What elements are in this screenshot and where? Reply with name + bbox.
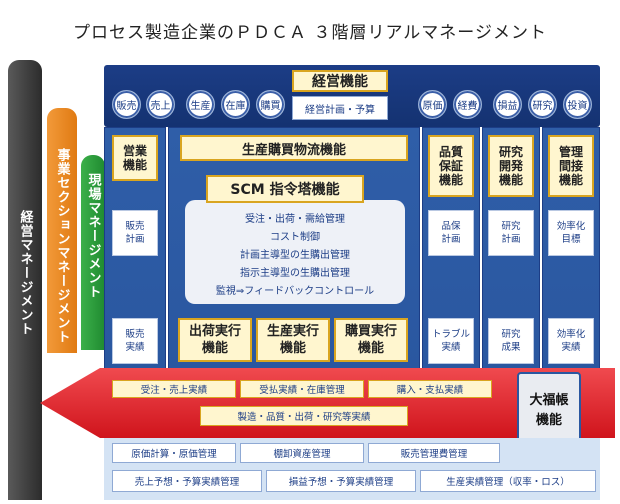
scm-item: 計画主導型の生購出管理 (240, 250, 350, 261)
mgmt-item-inventory: 在庫 (221, 90, 250, 119)
mgmt-item-revenue: 売上 (146, 90, 175, 119)
mgmt-item-investment: 投資 (563, 90, 592, 119)
admin-function-label: 管理 間接 機能 (548, 135, 594, 197)
scm-item: 指示主導型の生購出管理 (240, 268, 350, 279)
ledger-function-box: 大福帳 機能 (517, 372, 581, 450)
scm-panel (185, 200, 405, 304)
accounting-chip: 生産実績管理（収率・ロス） (420, 470, 596, 492)
sales-plan: 販売 計画 (112, 210, 158, 256)
mgmt-item-purchasing: 購買 (256, 90, 285, 119)
mgmt-item-cost: 原価 (418, 90, 447, 119)
field-management-bar: 現場マネージメント (81, 155, 105, 350)
mgmt-item-expense: 経費 (453, 90, 482, 119)
production-execution-box: 生産実行 機能 (256, 318, 330, 362)
scm-item: コスト制御 (270, 232, 320, 243)
accounting-chip: 棚卸資産管理 (240, 443, 364, 463)
results-chip-wide: 製造・品質・出荷・研究等実績 (200, 406, 408, 426)
quality-function-label: 品質 保証 機能 (428, 135, 474, 197)
scm-command-label: SCM 指令塔機能 (206, 175, 364, 203)
results-chip: 購入・支払実績 (368, 380, 492, 398)
accounting-chip: 売上予想・予算実績管理 (112, 470, 262, 492)
executive-management-label: 経営マネージメント (17, 210, 33, 336)
purchasing-execution-box: 購買実行 機能 (334, 318, 408, 362)
results-chip: 受注・売上実績 (112, 380, 236, 398)
mgmt-item-profit-loss: 損益 (493, 90, 522, 119)
scm-item: 受注・出荷・需給管理 (245, 214, 345, 225)
field-management-label: 現場マネージメント (85, 173, 101, 299)
accounting-chip: 損益予想・予算実績管理 (266, 470, 416, 492)
section-management-bar: 事業セクションマネージメント (47, 108, 77, 353)
production-function-label: 生産購買物流機能 (180, 135, 408, 161)
results-chip: 受払実績・在庫管理 (240, 380, 364, 398)
management-function-label: 経営機能 (292, 70, 388, 92)
accounting-chip: 原価計算・原価管理 (112, 443, 236, 463)
scm-item: 監視⇒フィードバックコントロール (215, 286, 375, 297)
admin-result: 効率化 実績 (548, 318, 594, 364)
mgmt-item-sales: 販売 (112, 90, 141, 119)
rnd-function-label: 研究 開発 機能 (488, 135, 534, 197)
executive-management-bar: 経営マネージメント (8, 60, 42, 500)
rnd-result: 研究 成果 (488, 318, 534, 364)
shipping-execution-box: 出荷実行 機能 (178, 318, 252, 362)
management-plan-budget: 経営計画・予算 (292, 96, 388, 120)
rnd-plan: 研究 計画 (488, 210, 534, 256)
sales-result: 販売 実績 (112, 318, 158, 364)
section-management-label: 事業セクションマネージメント (54, 148, 70, 344)
quality-result: トラブル 実績 (428, 318, 474, 364)
sales-function-label: 営業 機能 (112, 135, 158, 181)
accounting-chip: 販売管理費管理 (368, 443, 500, 463)
admin-plan: 効率化 目標 (548, 210, 594, 256)
mgmt-item-research: 研究 (528, 90, 557, 119)
page-title: プロセス製造企業のＰＤＣＡ ３階層リアルマネージメント (73, 23, 547, 43)
mgmt-item-production: 生産 (186, 90, 215, 119)
quality-plan: 品保 計画 (428, 210, 474, 256)
